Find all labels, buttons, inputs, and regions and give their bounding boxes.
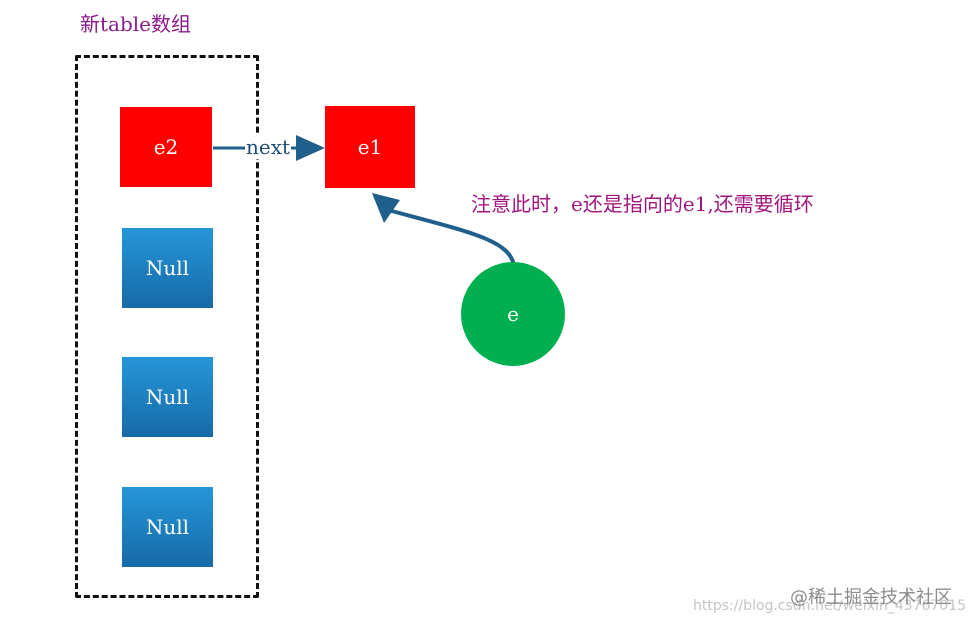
watermark-url: https://blog.csdn.net/weixin_43767015 xyxy=(693,598,967,614)
node-e1: e1 xyxy=(325,106,415,188)
node-null-2: Null xyxy=(122,357,213,437)
pointer-e: e xyxy=(461,262,565,366)
next-label: next xyxy=(245,135,292,159)
diagram-title: 新table数组 xyxy=(80,12,191,36)
node-null-1: Null xyxy=(122,228,213,308)
pointer-arrow-line xyxy=(387,208,516,267)
node-e2: e2 xyxy=(120,107,212,187)
node-null-3: Null xyxy=(122,487,213,567)
next-arrow-head xyxy=(296,135,325,161)
annotation-note: 注意此时，e还是指向的e1,还需要循环 xyxy=(471,192,814,216)
pointer-arrow-head xyxy=(372,193,400,223)
table-array-container xyxy=(75,55,259,598)
watermark-brand: @稀土掘金技术社区 xyxy=(790,587,952,608)
